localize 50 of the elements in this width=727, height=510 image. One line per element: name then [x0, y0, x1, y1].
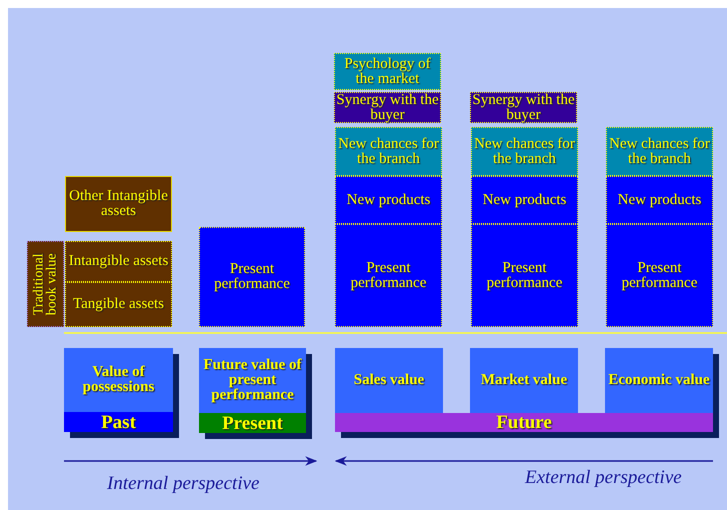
- box-text: New chances for the branch: [337, 136, 440, 166]
- box-text: Intangible assets: [68, 254, 168, 269]
- box-text: Future: [496, 413, 552, 432]
- value-type-box: [64, 348, 173, 412]
- value-box: [471, 127, 578, 176]
- asset-box: [65, 241, 172, 282]
- box-text: Future value of present performance: [202, 358, 303, 403]
- perspective-label: External perspective: [525, 467, 682, 489]
- asset-box: [65, 282, 172, 327]
- box-text: Value of possessions: [82, 365, 156, 395]
- value-box: [199, 227, 305, 327]
- box-text: Sales value: [354, 373, 424, 388]
- perspective-label: Internal perspective: [107, 473, 260, 495]
- value-type-box: [199, 348, 306, 413]
- period-band: [335, 413, 713, 432]
- asset-box: [65, 176, 172, 232]
- box-text: Tangible assets: [72, 297, 164, 312]
- box-text: Present performance: [350, 260, 428, 290]
- value-type-box: [335, 348, 443, 413]
- box-text: Present: [222, 414, 283, 432]
- value-box: [334, 53, 441, 90]
- value-box: [471, 224, 578, 327]
- box-text: New chances for the branch: [608, 136, 711, 166]
- value-type-box: [470, 348, 578, 413]
- value-type-box: [605, 348, 713, 413]
- box-text: Market value: [480, 373, 568, 388]
- box-text: Traditional book value: [32, 252, 59, 318]
- vertical-label-box: [27, 241, 64, 327]
- box-text: New chances for the branch: [473, 136, 576, 166]
- box-text: New products: [346, 192, 430, 208]
- box-text: Present performance: [620, 260, 698, 290]
- box-text: Other Intangible assets: [68, 189, 169, 219]
- box-text: Synergy with the buyer: [471, 92, 576, 122]
- value-box: [471, 176, 578, 224]
- box-text: Economic value: [608, 373, 710, 388]
- box-text: Past: [101, 412, 136, 432]
- value-box: [606, 224, 713, 327]
- box-text: Present performance: [213, 262, 291, 292]
- value-box: [335, 176, 442, 224]
- box-text: New products: [482, 192, 566, 208]
- period-band: [64, 412, 173, 432]
- value-box: [606, 176, 713, 224]
- box-text: Psychology of the market: [343, 56, 432, 86]
- value-box: [335, 224, 442, 327]
- box-text: Present performance: [486, 260, 564, 290]
- value-box: [335, 127, 442, 176]
- box-text: Synergy with the buyer: [335, 92, 440, 122]
- value-box: [606, 127, 713, 176]
- period-band: [199, 413, 306, 433]
- box-text: New products: [618, 192, 702, 208]
